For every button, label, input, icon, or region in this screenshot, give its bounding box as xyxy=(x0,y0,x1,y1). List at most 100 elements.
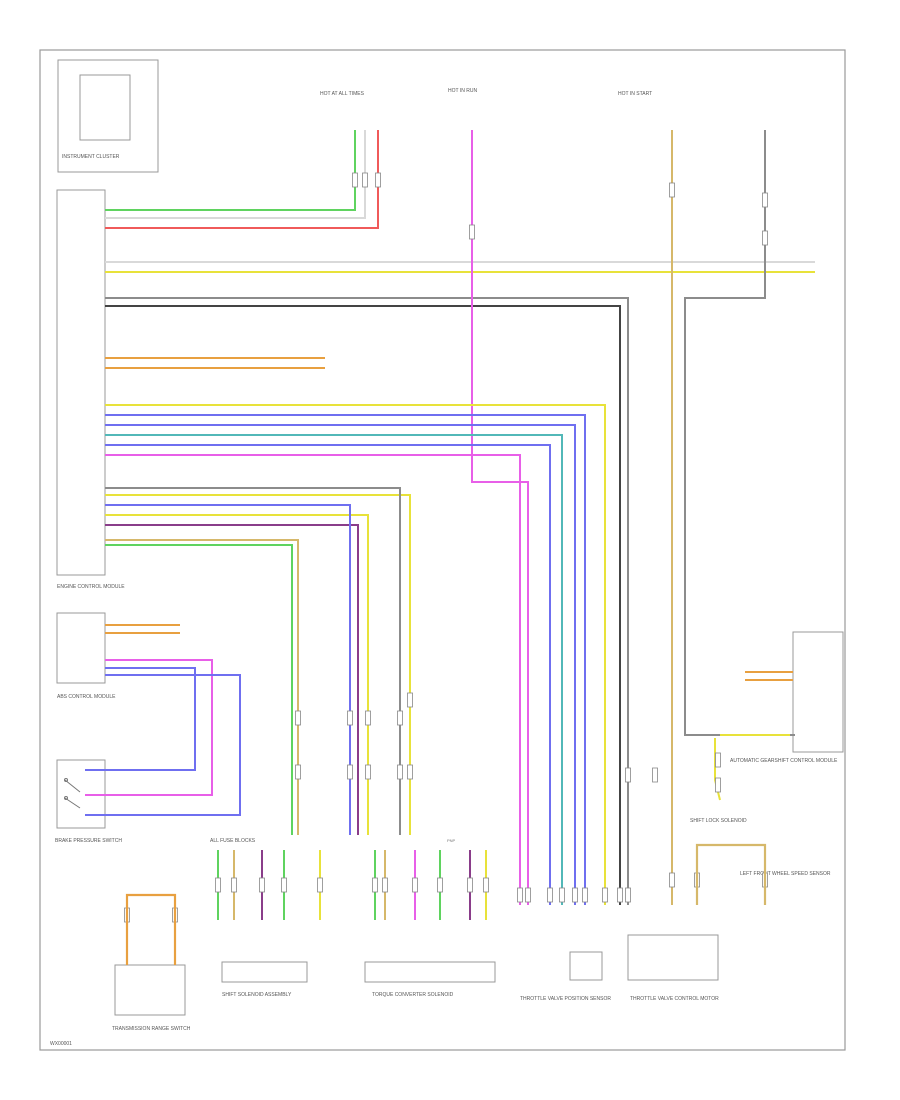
wire-blue-29 xyxy=(85,674,241,816)
abs-control-module-box xyxy=(56,612,106,684)
connector-mark-23 xyxy=(382,877,388,893)
connector-mark-21 xyxy=(317,877,323,893)
engine-control-module-box xyxy=(56,189,106,576)
connector-marks xyxy=(124,172,768,923)
connector-mark-14 xyxy=(365,764,371,780)
instrument-cluster-inner xyxy=(79,74,131,141)
wire-yellow-12 xyxy=(105,404,606,905)
label-gearshift-control-module: AUTOMATIC GEARSHIFT CONTROL MODULE xyxy=(730,758,838,764)
connector-mark-9 xyxy=(365,710,371,726)
wire-magenta-27 xyxy=(85,659,213,796)
wire-yellow-23 xyxy=(105,494,411,835)
component-boxes xyxy=(56,59,844,1016)
wire-yellow-43 xyxy=(714,738,721,801)
label-throttle-valve-left: THROTTLE VALVE POSITION SENSOR xyxy=(520,996,611,1002)
label-brake-pressure-switch: BRAKE PRESSURE SWITCH xyxy=(55,838,122,844)
wire-teal-15 xyxy=(105,434,563,905)
connector-mark-15 xyxy=(397,764,403,780)
connector-mark-30 xyxy=(547,887,553,903)
connector-mark-37 xyxy=(669,872,675,888)
connector-mark-10 xyxy=(397,710,403,726)
wire-green-18 xyxy=(105,544,293,835)
connector-mark-2 xyxy=(375,172,381,188)
label-torque-converter-solenoid: TORQUE CONVERTER SOLENOID xyxy=(372,992,454,998)
connector-mark-22 xyxy=(372,877,378,893)
label-abs-control-module: ABS CONTROL MODULE xyxy=(57,694,116,700)
throttle-sensor-box xyxy=(569,951,603,981)
connector-mark-0 xyxy=(352,172,358,188)
torque-converter-box xyxy=(364,961,496,983)
label-fuse-top-1: HOT AT ALL TIMES xyxy=(320,91,365,97)
shift-lock-wire-loop xyxy=(695,843,767,905)
label-instrument-cluster: INSTRUMENT CLUSTER xyxy=(62,154,120,160)
connector-mark-4 xyxy=(762,192,768,208)
wire-magenta-7 xyxy=(471,130,529,905)
connector-mark-45 xyxy=(652,767,658,783)
connector-mark-18 xyxy=(231,877,237,893)
connector-mark-17 xyxy=(215,877,221,893)
wire-harness xyxy=(85,130,815,920)
wire-purple-20 xyxy=(105,524,359,835)
connector-mark-32 xyxy=(572,887,578,903)
connector-mark-13 xyxy=(347,764,353,780)
connector-mark-20 xyxy=(281,877,287,893)
label-throttle-valve-right: THROTTLE VALVE CONTROL MOTOR xyxy=(630,996,719,1002)
connector-mark-3 xyxy=(669,182,675,198)
footer-code: WX00001 xyxy=(50,1041,72,1047)
wire-yellow-21 xyxy=(105,514,369,835)
wire-magenta-17 xyxy=(105,454,521,905)
component-labels: INSTRUMENT CLUSTER ENGINE CONTROL MODULE… xyxy=(50,88,838,1047)
connector-mark-31 xyxy=(559,887,565,903)
wire-blue-13 xyxy=(105,414,586,905)
diagram-frame xyxy=(39,49,846,1051)
connector-mark-26 xyxy=(467,877,473,893)
wire-blue-22 xyxy=(105,504,351,835)
label-transmission-range-switch: TRANSMISSION RANGE SWITCH xyxy=(112,1026,191,1032)
wire-gray-5 xyxy=(105,297,629,905)
label-fuse-top-2: HOT IN RUN xyxy=(448,88,477,94)
connector-mark-7 xyxy=(295,710,301,726)
connector-mark-27 xyxy=(483,877,489,893)
wire-gray-9 xyxy=(684,130,795,736)
transmission-switch-loop xyxy=(125,893,177,965)
wire-white-1 xyxy=(105,130,366,219)
connector-mark-33 xyxy=(582,887,588,903)
connector-mark-12 xyxy=(295,764,301,780)
gearshift-module-box xyxy=(792,631,844,753)
wire-red-2 xyxy=(105,130,379,229)
wire-blue-28 xyxy=(85,667,196,771)
connector-mark-34 xyxy=(602,887,608,903)
wire-blue-14 xyxy=(105,424,576,905)
connector-mark-19 xyxy=(259,877,265,893)
connector-mark-44 xyxy=(625,767,631,783)
connector-mark-6 xyxy=(469,224,475,240)
wire-blue-16 xyxy=(105,444,551,905)
switch-symbol xyxy=(64,778,81,809)
label-shift-lock-solenoid: SHIFT LOCK SOLENOID xyxy=(690,818,747,824)
wire-black-6 xyxy=(105,305,621,905)
connector-mark-8 xyxy=(347,710,353,726)
connector-mark-5 xyxy=(762,230,768,246)
label-wheel-speed-sensor: LEFT FRONT WHEEL SPEED SENSOR xyxy=(740,871,831,877)
label-fuse-top-3: HOT IN START xyxy=(618,91,652,97)
instrument-cluster-box xyxy=(57,59,159,173)
connector-mark-25 xyxy=(437,877,443,893)
label-engine-control-module: ENGINE CONTROL MODULE xyxy=(57,584,125,590)
connector-mark-1 xyxy=(362,172,368,188)
connector-mark-36 xyxy=(625,887,631,903)
wire-tan-19 xyxy=(105,539,299,835)
connector-mark-43 xyxy=(715,777,721,793)
throttle-motor-box xyxy=(627,934,719,981)
label-shift-solenoid-assembly: SHIFT SOLENOID ASSEMBLY xyxy=(222,992,292,998)
connector-mark-11 xyxy=(407,692,413,708)
connector-mark-16 xyxy=(407,764,413,780)
connector-mark-35 xyxy=(617,887,623,903)
label-pnp: PNP xyxy=(447,838,456,843)
transmission-range-switch-box xyxy=(114,964,186,1016)
connector-mark-29 xyxy=(525,887,531,903)
wire-green-0 xyxy=(105,130,356,211)
shift-solenoid-box xyxy=(221,961,308,983)
label-fuse-block: ALL FUSE BLOCKS xyxy=(210,838,256,844)
connector-mark-24 xyxy=(412,877,418,893)
